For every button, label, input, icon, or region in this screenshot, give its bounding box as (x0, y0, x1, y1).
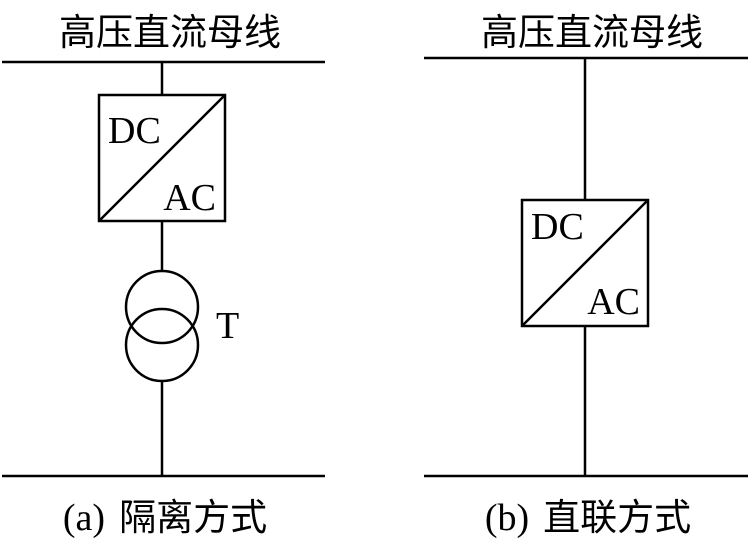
panel-a-transformer-upper-winding (124, 269, 200, 345)
panel-b: 高压直流母线 DC AC (b) 直联方式 (424, 11, 748, 539)
panel-a-caption: (a) 隔离方式 (63, 496, 267, 539)
panel-a-converter-ac-label: AC (163, 177, 216, 219)
panel-a: 高压直流母线 DC AC T (a) 隔离方式 (2, 11, 325, 539)
panel-a-converter-diagonal (98, 94, 226, 222)
panel-a-converter-dc-label: DC (108, 110, 161, 152)
panel-b-caption: (b) 直联方式 (485, 496, 691, 539)
panel-b-converter-ac-label: AC (587, 281, 640, 323)
panel-a-bus-label: 高压直流母线 (59, 11, 281, 54)
panel-a-caption-text: 隔离方式 (119, 496, 267, 539)
panel-b-caption-text: 直联方式 (543, 496, 691, 539)
panel-b-converter-diagonal (521, 199, 649, 327)
panel-b-bus-label: 高压直流母线 (481, 11, 703, 54)
panel-a-caption-tag: (a) (63, 497, 105, 539)
panel-b-caption-tag: (b) (485, 497, 529, 539)
panel-b-converter-dc-label: DC (531, 206, 584, 248)
panel-a-transformer-lower-winding (124, 307, 200, 383)
panel-a-transformer-label: T (216, 305, 239, 347)
